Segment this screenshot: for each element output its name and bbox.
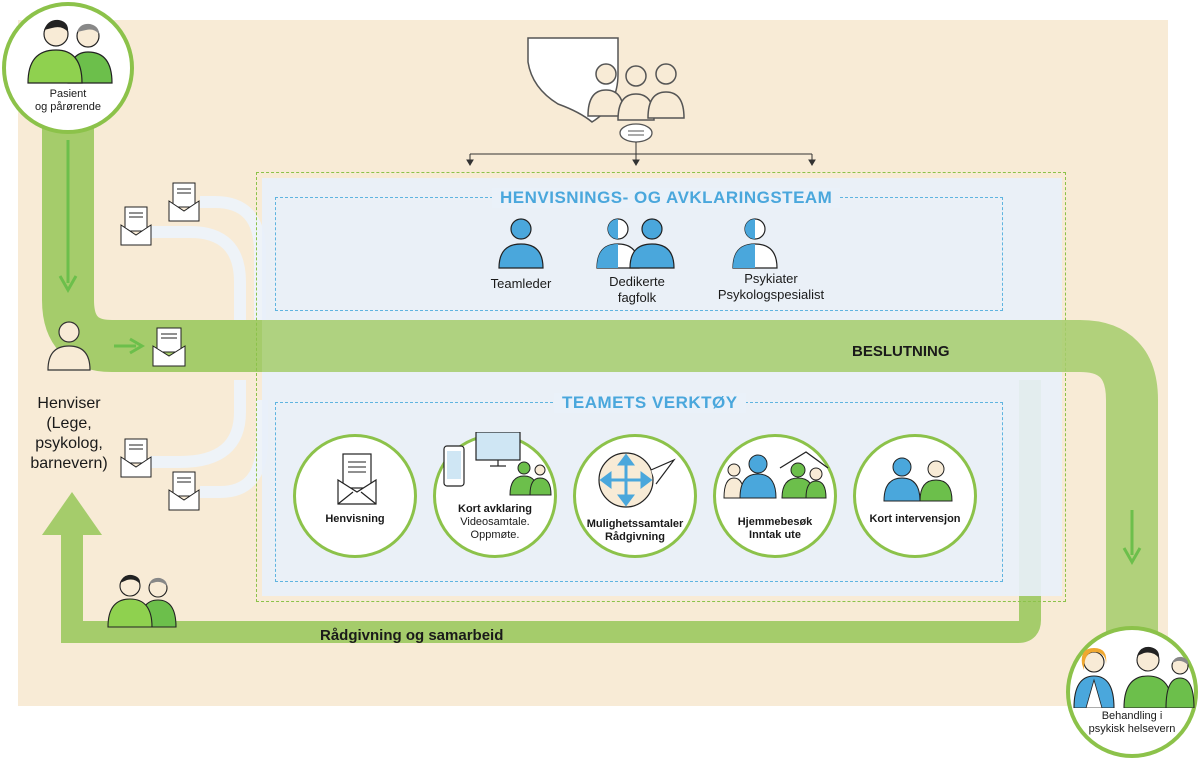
letter-path-3 [150,380,246,468]
advice-people-icon [107,574,177,628]
patient-people-icon [27,19,113,84]
distribution-arrows [466,150,816,166]
letter-icon-main [152,327,186,367]
team-panel-border [256,172,1066,602]
team-leader-icon [498,218,544,269]
letter-icon-2 [168,182,200,222]
letter-icon-1 [120,206,152,246]
letter-icon-4 [168,471,200,511]
referrer-label: Henviser (Lege, psykolog, barnevern) [30,395,108,472]
patient-label: Pasient og pårørende [34,88,102,113]
tool-opportunity-talks-label: Mulighetssamtaler Rådgivning [586,518,684,543]
home-visit-icon [723,451,829,499]
decision-flow-band [262,320,1158,640]
advice-arrow-head [42,492,102,535]
tool-short-assessment-label: Kort avklaring Videosamtale. Oppmøte. [458,503,532,541]
advice-label: Rådgivning og samarbeid [320,627,504,644]
psychiatrist-icon [732,218,778,269]
team-leader-label: Teamleder [490,276,552,291]
two-people-icon [883,457,953,502]
letter-path-2 [200,196,266,320]
governance-icon [520,37,812,162]
letter-path-4 [200,400,268,498]
team-title: HENVISNINGS- OG AVKLARINGSTEAM [492,188,841,208]
video-call-icon [443,432,552,496]
dedicated-staff-label: Dedikerte fagfolk [609,274,665,305]
advice-flow-band [61,380,1041,643]
decision-label: BESLUTNING [852,343,950,360]
tool-home-visit-label: Hjemmebesøk Inntak ute [737,516,813,541]
tool-short-intervention-label: Kort intervensjon [869,513,961,525]
treatment-people-icon [1073,646,1195,708]
tool-referral-label: Henvisning [325,513,385,525]
letter-icon-3 [120,438,152,478]
referrer-icon [47,321,91,371]
dedicated-staff-icon [596,218,675,269]
psychiatrist-label: Psykiater Psykologspesialist [717,271,825,302]
arrows-bubble-icon [598,452,676,508]
tools-title: TEAMETS VERKTØY [554,393,746,413]
treatment-label: Behandling i psykisk helsevern [1088,710,1176,735]
envelope-letter-icon [337,453,377,505]
